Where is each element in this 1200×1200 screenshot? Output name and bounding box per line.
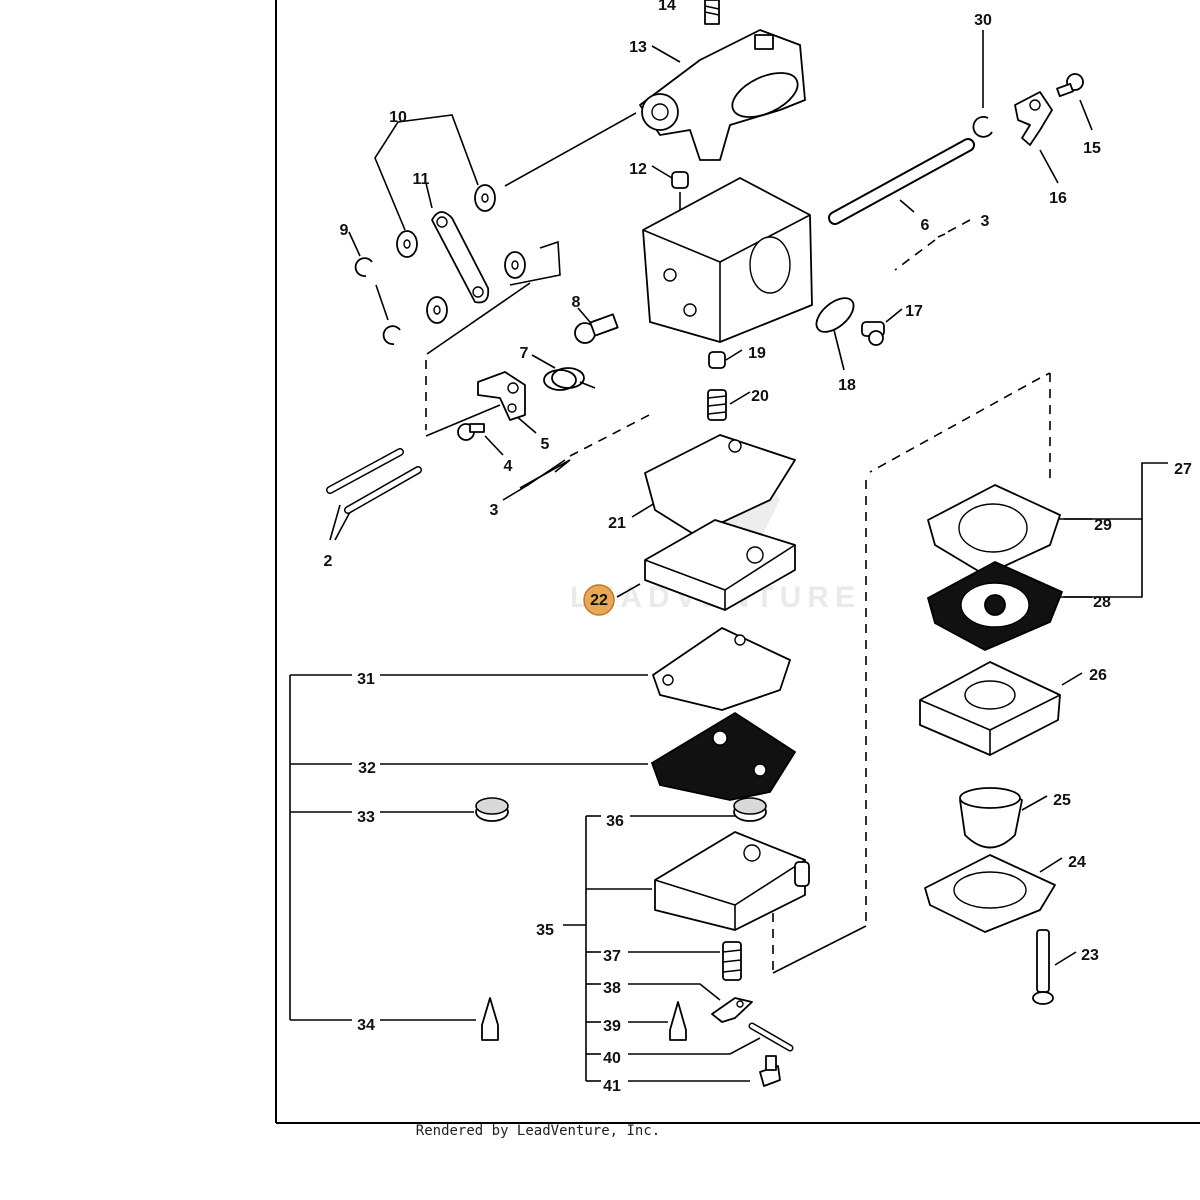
highlight-label: 22	[590, 592, 608, 609]
part-screw-23	[1032, 929, 1054, 1005]
callout-12: 12	[629, 161, 647, 178]
callout-10: 10	[389, 109, 407, 126]
part-screw-17	[861, 321, 885, 346]
part-screw-8	[574, 313, 619, 344]
part-flange-24	[924, 854, 1056, 933]
part-diaphragm-28	[926, 560, 1064, 651]
part-spring-20	[707, 389, 727, 421]
callout-20: 20	[751, 388, 769, 405]
callout-40: 40	[603, 1050, 621, 1067]
callout-35: 35	[536, 922, 554, 939]
callout-16: 16	[1049, 190, 1067, 207]
callout-11: 11	[413, 171, 430, 188]
callout-19: 19	[748, 345, 766, 362]
part-screw-41	[759, 1055, 781, 1087]
part-eclip-30	[972, 115, 993, 138]
callout-24: 24	[1068, 854, 1086, 871]
part-lever-38	[711, 997, 753, 1023]
callout-17: 17	[905, 303, 923, 320]
part-disk-18	[815, 297, 855, 333]
part-needles-2	[326, 448, 422, 514]
callout-2: 2	[324, 553, 333, 570]
part-housing-13	[639, 29, 806, 161]
part-pin-40	[748, 1022, 794, 1052]
callout-37: 37	[603, 948, 621, 965]
callout-18: 18	[838, 377, 856, 394]
frame	[275, 0, 1200, 1124]
callout-23: 23	[1081, 947, 1099, 964]
part-gasket-21	[644, 434, 796, 536]
callout-27: 27	[1174, 461, 1192, 478]
part-shaft-6	[828, 138, 975, 225]
part-diaphragm-32	[650, 711, 797, 801]
callout-7: 7	[520, 345, 529, 362]
part-cap-19	[708, 351, 726, 369]
highlight-marker[interactable]	[583, 584, 615, 616]
part-washers-10	[396, 184, 526, 324]
callout-29: 29	[1094, 517, 1112, 534]
part-bulb-25	[959, 787, 1023, 849]
callout-8: 8	[572, 294, 581, 311]
leader-lines	[289, 0, 1168, 1082]
part-pump-35	[654, 831, 810, 931]
callout-38: 38	[603, 980, 621, 997]
part-needle-34	[481, 997, 499, 1041]
part-spring-7	[543, 367, 596, 391]
callout-41: 41	[603, 1078, 621, 1095]
callout-9: 9	[340, 222, 349, 239]
part-carb-body	[642, 177, 813, 343]
part-needle-39	[669, 1001, 687, 1041]
callout-32: 32	[358, 760, 376, 777]
callout-31: 31	[357, 671, 375, 688]
part-cover-26	[919, 661, 1061, 756]
footer-credit: Rendered by LeadVenture, Inc.	[415, 1123, 661, 1139]
part-plate-22	[644, 519, 796, 611]
part-filter-36	[733, 797, 767, 822]
part-screw-14	[704, 0, 720, 25]
footer: Rendered by LeadVenture, Inc.	[0, 1122, 1200, 1140]
callout-3: 3	[490, 502, 499, 519]
callout-3: 3	[981, 213, 990, 230]
part-lever-16	[1014, 91, 1053, 146]
callout-14: 14	[658, 0, 676, 14]
callout-4: 4	[504, 458, 513, 475]
part-gasket-31	[652, 627, 791, 711]
part-filter-33	[475, 797, 509, 822]
part-link-11	[431, 211, 490, 304]
callout-15: 15	[1083, 140, 1101, 157]
callout-34: 34	[357, 1017, 375, 1034]
callout-36: 36	[606, 813, 624, 830]
part-gasket-29	[927, 484, 1061, 576]
callout-28: 28	[1093, 594, 1111, 611]
part-cap-12	[671, 171, 689, 189]
callout-30: 30	[974, 12, 992, 29]
parts	[326, 0, 1084, 1087]
callout-6: 6	[921, 217, 930, 234]
part-screw-4	[457, 423, 485, 441]
callout-21: 21	[608, 515, 626, 532]
callout-39: 39	[603, 1018, 621, 1035]
callout-5: 5	[541, 436, 550, 453]
part-lever-5	[477, 371, 526, 421]
part-screw-15	[1056, 73, 1084, 98]
part-spring-37	[722, 941, 742, 981]
callout-26: 26	[1089, 667, 1107, 684]
callout-25: 25	[1053, 792, 1071, 809]
callout-33: 33	[357, 809, 375, 826]
callout-13: 13	[629, 39, 647, 56]
part-clips-9	[354, 257, 401, 345]
